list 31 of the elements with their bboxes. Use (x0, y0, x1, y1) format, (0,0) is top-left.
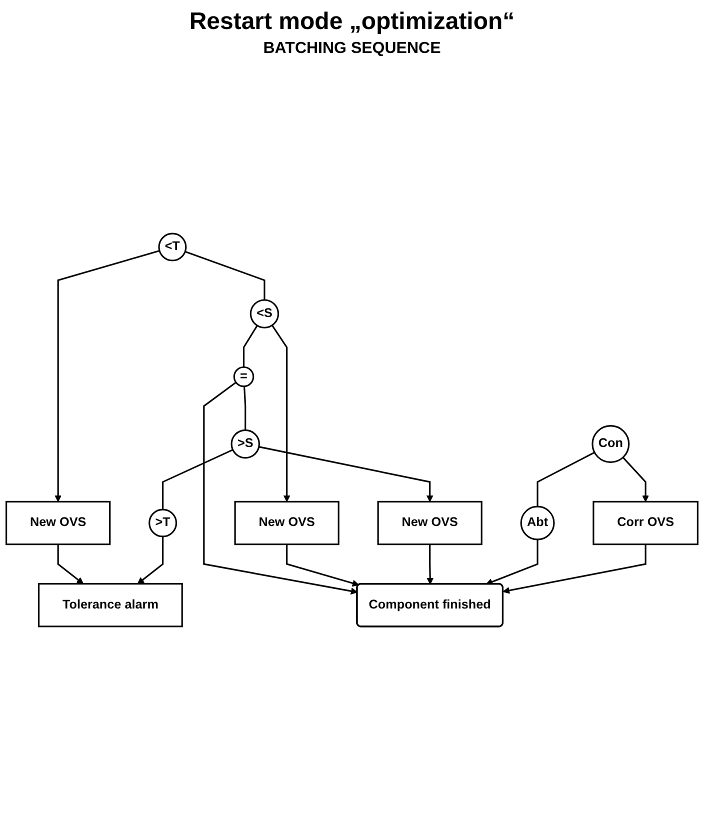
node-circle (250, 299, 280, 328)
arrow (426, 544, 434, 584)
node-circle (233, 366, 254, 388)
node-box (6, 500, 111, 546)
arrow (57, 544, 84, 584)
node-box (592, 500, 698, 546)
connector (536, 452, 595, 507)
arrow (137, 536, 164, 584)
connector (184, 250, 266, 300)
arrow (286, 544, 360, 587)
node-circle (520, 506, 555, 540)
diagram-title: Restart mode „optimization“ (188, 8, 516, 36)
connector (162, 449, 234, 510)
node-box (38, 583, 183, 628)
node-box (377, 500, 482, 546)
arrow (622, 456, 650, 502)
heading-label: BATCHING SEQUENCE (262, 40, 442, 58)
node-circle (148, 508, 178, 538)
flowchart: <T <S = >S Con New OVS >T New OVS New OVS Abt Corr OVS Tolerance alarm Component finished (0, 60, 704, 800)
arrow (203, 382, 358, 595)
connector (243, 386, 246, 430)
arrow (502, 544, 646, 594)
arrow (54, 250, 160, 502)
arrow (486, 539, 538, 586)
node-circle (158, 232, 187, 262)
node-circle (230, 429, 260, 459)
connector (242, 325, 258, 368)
node-box (234, 500, 340, 546)
arrow (258, 446, 434, 502)
arrow (271, 324, 290, 502)
node-circle (592, 425, 630, 463)
